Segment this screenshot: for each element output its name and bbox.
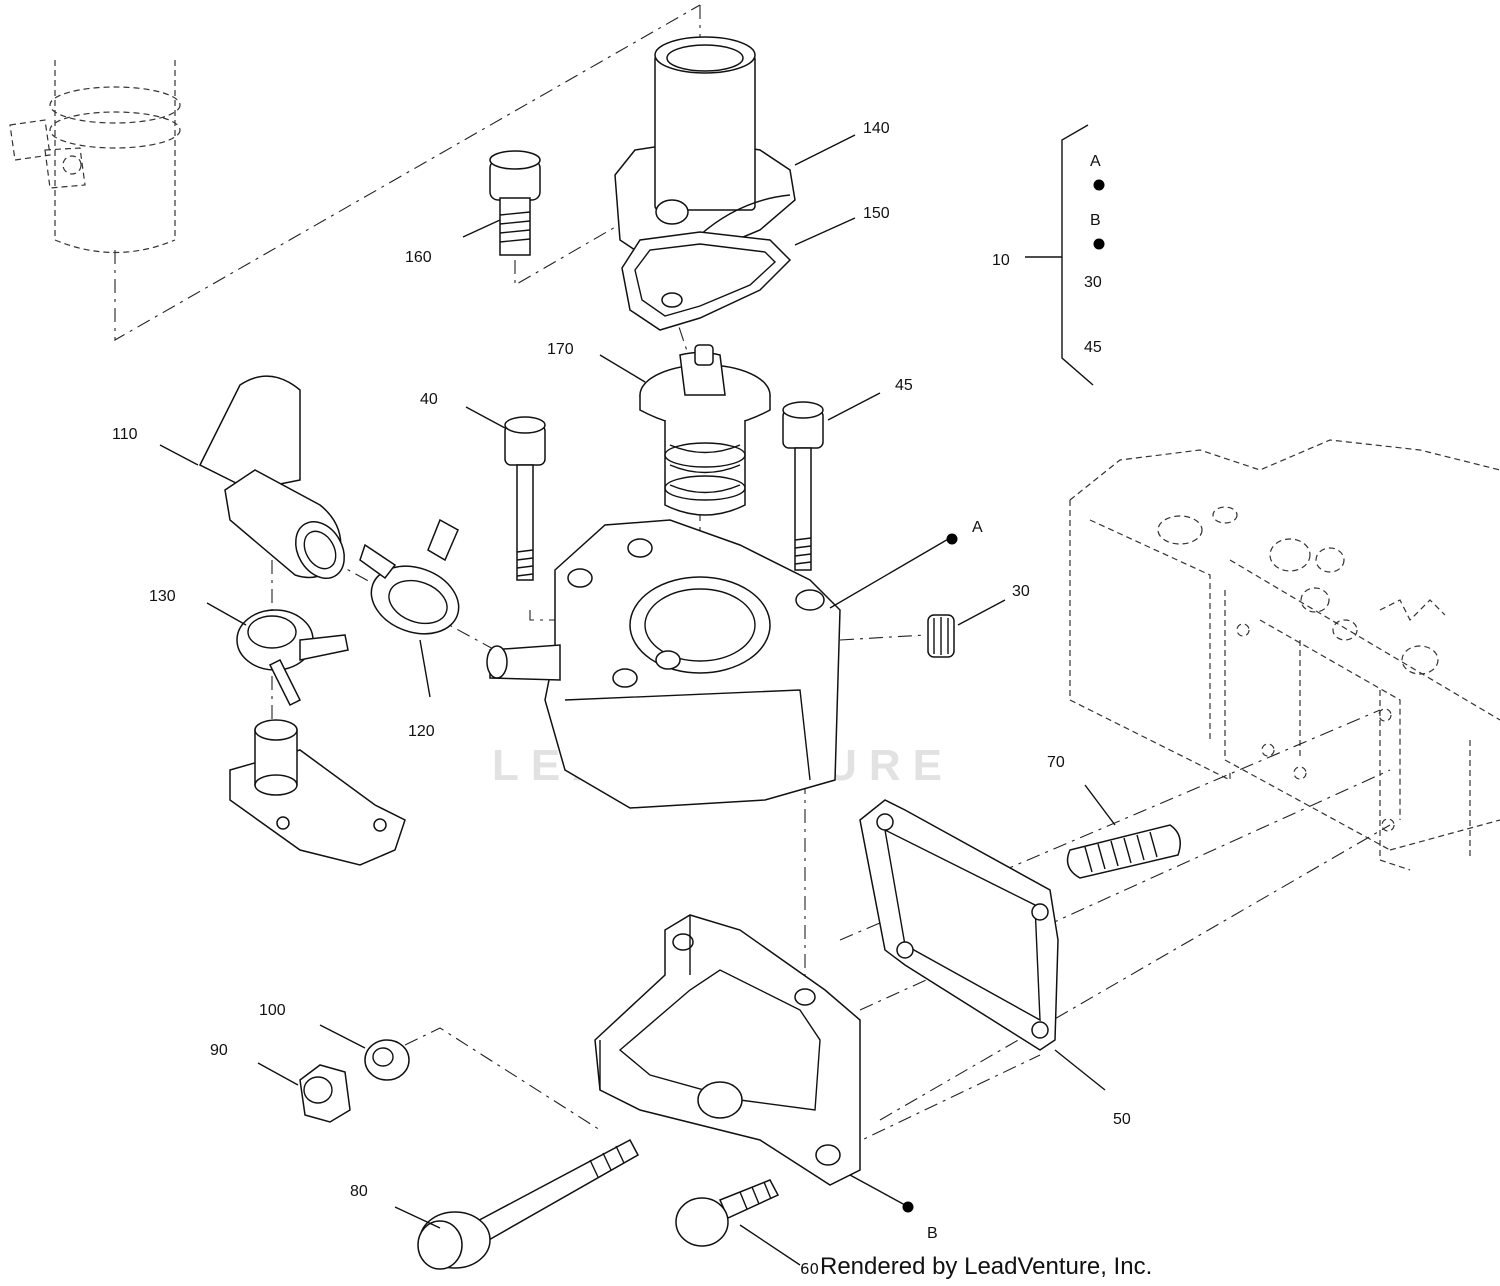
legend-item-a: A (1090, 153, 1101, 170)
water-outlet-part (614, 36, 796, 261)
callout-b: B (927, 1225, 938, 1242)
callout-110: 110 (112, 426, 138, 443)
bolt-80 (417, 1138, 640, 1270)
bypass-hose-part (198, 375, 345, 579)
callout-150: 150 (863, 205, 890, 222)
legend-label: 10 (992, 252, 1010, 269)
legend-item-30: 30 (1084, 274, 1102, 291)
callout-dot-a (946, 533, 958, 545)
callout-70: 70 (1047, 754, 1065, 771)
callout-80: 80 (350, 1183, 368, 1200)
outlet-gasket-part (621, 231, 792, 331)
thermostat-part (639, 344, 771, 516)
callout-dot-b (902, 1201, 914, 1213)
water-pump-housing-part (594, 914, 861, 1186)
callout-30: 30 (1012, 583, 1030, 600)
legend-dot-b (1093, 238, 1105, 250)
flange-bolt-160 (489, 150, 541, 256)
housing-gasket-part (859, 799, 1059, 1051)
callout-100: 100 (259, 1002, 286, 1019)
thermostat-housing-part (486, 519, 841, 809)
bolt-40 (504, 416, 546, 581)
water-pipe-flange (229, 719, 406, 866)
legend-item-45: 45 (1084, 339, 1102, 356)
stud-70 (1066, 824, 1181, 879)
legend-dot-a (1093, 179, 1105, 191)
legend-bracket (1025, 124, 1094, 386)
bolt-short-b (675, 1179, 780, 1247)
callout-160: 160 (405, 249, 432, 266)
callout-120: 120 (408, 723, 435, 740)
page-number: 60 (800, 1260, 819, 1278)
callout-50: 50 (1113, 1111, 1131, 1128)
engine-block-ghost (1069, 439, 1500, 871)
hose-clamp-130 (236, 609, 349, 707)
plug-30 (927, 614, 955, 658)
washer-100 (364, 1039, 410, 1081)
callout-leaders (159, 134, 1116, 1266)
hose-clamp-ghost (9, 60, 181, 254)
callout-45: 45 (895, 377, 913, 394)
callout-130: 130 (149, 588, 176, 605)
nut-90 (299, 1064, 351, 1123)
callout-90: 90 (210, 1042, 228, 1059)
callout-140: 140 (863, 120, 890, 137)
callout-170: 170 (547, 341, 574, 358)
callout-a: A (972, 519, 983, 536)
hose-clamp-120 (359, 518, 460, 635)
callout-40: 40 (420, 391, 438, 408)
bolt-45 (782, 401, 824, 571)
legend-item-b: B (1090, 212, 1101, 229)
footer-credit: Rendered by LeadVenture, Inc. (820, 1253, 1152, 1280)
